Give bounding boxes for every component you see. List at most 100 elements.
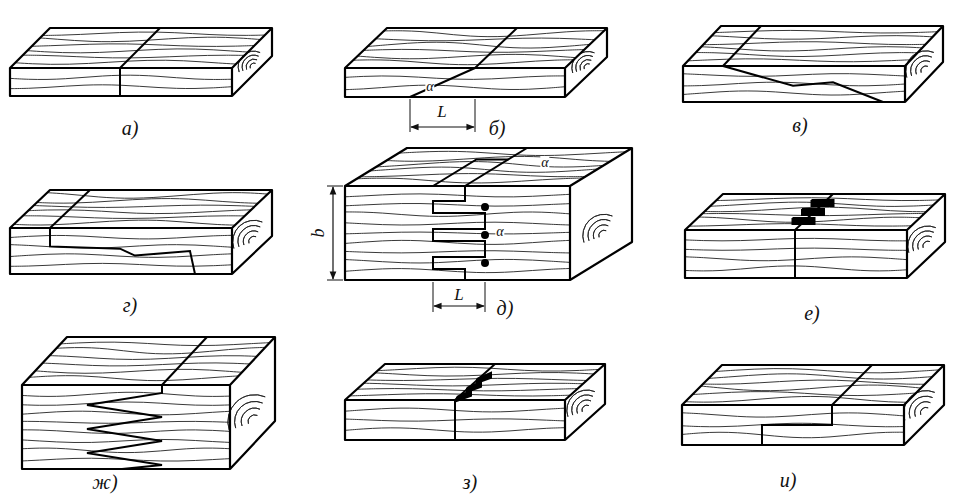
grain-line bbox=[345, 203, 570, 206]
grain-line bbox=[701, 47, 922, 51]
growth-ring bbox=[228, 395, 265, 431]
block-outline bbox=[345, 148, 632, 280]
growth-ring bbox=[918, 236, 932, 249]
figure-letter: г) bbox=[122, 295, 138, 315]
seam bbox=[475, 28, 517, 68]
grain-line bbox=[709, 374, 933, 379]
grain-line bbox=[712, 36, 933, 40]
growth-ring bbox=[238, 226, 260, 247]
block-outline bbox=[22, 337, 275, 469]
seam bbox=[723, 66, 883, 102]
growth-ring bbox=[238, 51, 260, 72]
joint-line bbox=[120, 28, 160, 96]
figure-letter: е) bbox=[803, 303, 821, 323]
grain-line bbox=[353, 60, 573, 65]
extension-line bbox=[327, 280, 343, 281]
top-face bbox=[10, 190, 272, 228]
grain-line bbox=[61, 342, 270, 345]
grain-line bbox=[696, 53, 918, 57]
top-face bbox=[345, 364, 605, 400]
figure-letter: д) bbox=[496, 298, 515, 318]
growth-ring bbox=[593, 225, 608, 239]
figure-letter: в) bbox=[791, 115, 808, 135]
dowel bbox=[482, 232, 488, 238]
grain-line bbox=[10, 254, 232, 258]
grain-line bbox=[22, 392, 230, 396]
front-face bbox=[10, 228, 232, 274]
grain-line bbox=[22, 448, 230, 453]
grain-line bbox=[345, 251, 570, 253]
block-outline bbox=[10, 190, 272, 274]
joint-line bbox=[433, 148, 527, 280]
grain-line bbox=[370, 167, 598, 172]
growth-ring bbox=[923, 241, 930, 248]
seam bbox=[120, 28, 160, 68]
growth-ring bbox=[235, 401, 263, 428]
top-face bbox=[10, 28, 272, 68]
front-face bbox=[683, 66, 905, 102]
seam bbox=[762, 405, 832, 445]
seam bbox=[433, 159, 508, 186]
seam bbox=[467, 382, 481, 392]
top-face bbox=[685, 194, 945, 230]
grain-line bbox=[683, 74, 905, 77]
grain-line bbox=[683, 91, 905, 95]
front-face bbox=[10, 68, 232, 96]
growth-ring bbox=[248, 415, 257, 424]
growth-ring bbox=[583, 214, 613, 242]
growth-ring bbox=[911, 56, 932, 76]
end-face bbox=[565, 364, 605, 440]
seam bbox=[457, 391, 471, 401]
grain-line bbox=[360, 174, 585, 177]
seam bbox=[465, 148, 527, 186]
timber-block bbox=[683, 26, 943, 102]
end-face bbox=[905, 26, 943, 102]
grain-line bbox=[56, 347, 265, 353]
growth-ring bbox=[920, 407, 928, 414]
seam bbox=[793, 218, 815, 224]
growth-ring bbox=[249, 236, 256, 243]
block-outline bbox=[10, 28, 272, 96]
grain-line bbox=[399, 151, 626, 155]
grain-line bbox=[28, 210, 251, 214]
grain-line bbox=[703, 380, 925, 384]
seam bbox=[162, 337, 207, 385]
extension-line bbox=[433, 282, 434, 312]
growth-ring bbox=[584, 64, 590, 69]
joint-line bbox=[793, 194, 834, 278]
growth-ring bbox=[599, 230, 606, 237]
growth-ring bbox=[582, 405, 589, 412]
growth-ring bbox=[588, 220, 610, 241]
top-face bbox=[683, 26, 943, 66]
dimension-label: α bbox=[495, 225, 504, 239]
figure-letter: ж) bbox=[91, 472, 118, 492]
front-face bbox=[685, 230, 907, 278]
grain-line bbox=[682, 432, 904, 438]
extension-line bbox=[327, 186, 343, 187]
seam bbox=[410, 68, 475, 97]
front-face bbox=[682, 405, 904, 445]
seam bbox=[477, 373, 491, 383]
grain-line bbox=[345, 232, 570, 234]
grain-line bbox=[368, 42, 590, 48]
extension-line bbox=[475, 99, 476, 132]
front-face bbox=[22, 385, 230, 469]
growth-ring bbox=[913, 231, 934, 251]
growth-ring bbox=[921, 66, 928, 73]
block-outline bbox=[685, 194, 945, 278]
end-face bbox=[230, 337, 275, 469]
growth-ring bbox=[242, 55, 258, 71]
joint-line bbox=[455, 364, 495, 440]
timber-block bbox=[682, 365, 944, 445]
grain-line bbox=[685, 396, 906, 402]
grain-line bbox=[34, 205, 255, 207]
seam bbox=[119, 68, 121, 96]
grain-line bbox=[682, 413, 904, 417]
growth-ring bbox=[572, 395, 593, 415]
growth-ring bbox=[904, 391, 935, 421]
grain-line bbox=[692, 392, 915, 396]
block-outline bbox=[345, 28, 607, 97]
dimension-label: L bbox=[436, 103, 447, 120]
dowel bbox=[482, 204, 488, 210]
